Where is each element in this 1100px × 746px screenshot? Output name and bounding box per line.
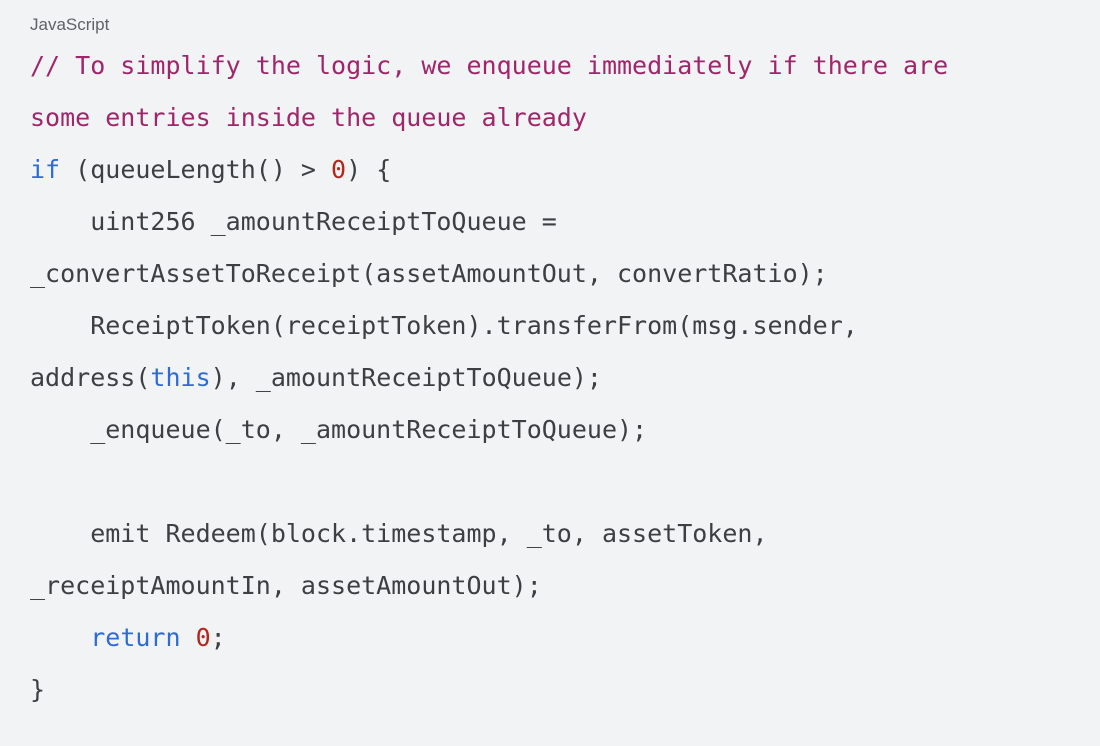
code-token-plain: _enqueue(_to, _amountReceiptToQueue); [30,415,648,444]
code-line: _receiptAmountIn, assetAmountOut); [30,560,948,612]
code-line: _enqueue(_to, _amountReceiptToQueue); [30,404,948,456]
code-token-keyword: return [90,623,181,652]
code-token-comment: // To simplify the logic, we enqueue imm… [30,51,949,80]
language-label: JavaScript [30,15,110,34]
code-line: } [30,664,948,716]
code-token-plain: ReceiptToken(receiptToken).transferFrom(… [30,311,858,340]
code-token-keyword: if [30,155,61,184]
code-token-plain: _convertAssetToReceipt(assetAmountOut, c… [30,259,828,288]
code-line: uint256 _amountReceiptToQueue = [30,196,948,248]
code-token-comment: some entries inside the queue already [30,103,587,132]
code-line: ReceiptToken(receiptToken).transferFrom(… [30,300,948,352]
code-line: address(this), _amountReceiptToQueue); [30,352,948,404]
code-token-plain [181,623,196,652]
code-token-keyword: this [150,363,211,392]
code-line: // To simplify the logic, we enqueue imm… [30,40,948,92]
code-line: _convertAssetToReceipt(assetAmountOut, c… [30,248,948,300]
code-token-plain: ) { [346,155,392,184]
code-line: some entries inside the queue already [30,92,948,144]
code-token-plain: } [30,675,46,704]
code-token-number: 0 [331,155,347,184]
code-token-plain: uint256 _amountReceiptToQueue = [30,207,557,236]
code-line: return 0; [30,612,948,664]
code-token-plain: ; [210,623,226,652]
code-token-number: 0 [195,623,211,652]
code-line: emit Redeem(block.timestamp, _to, assetT… [30,508,948,560]
code-token-plain: (queueLength() > [60,155,332,184]
code-line [30,456,948,508]
code-line: if (queueLength() > 0) { [30,144,948,196]
code-token-plain: emit Redeem(block.timestamp, _to, assetT… [30,519,768,548]
code-token-plain [30,623,90,652]
code-token-plain: _receiptAmountIn, assetAmountOut); [30,571,542,600]
code-token-plain: ), _amountReceiptToQueue); [210,363,602,392]
code-content[interactable]: // To simplify the logic, we enqueue imm… [30,40,948,716]
code-token-plain: address( [30,363,151,392]
